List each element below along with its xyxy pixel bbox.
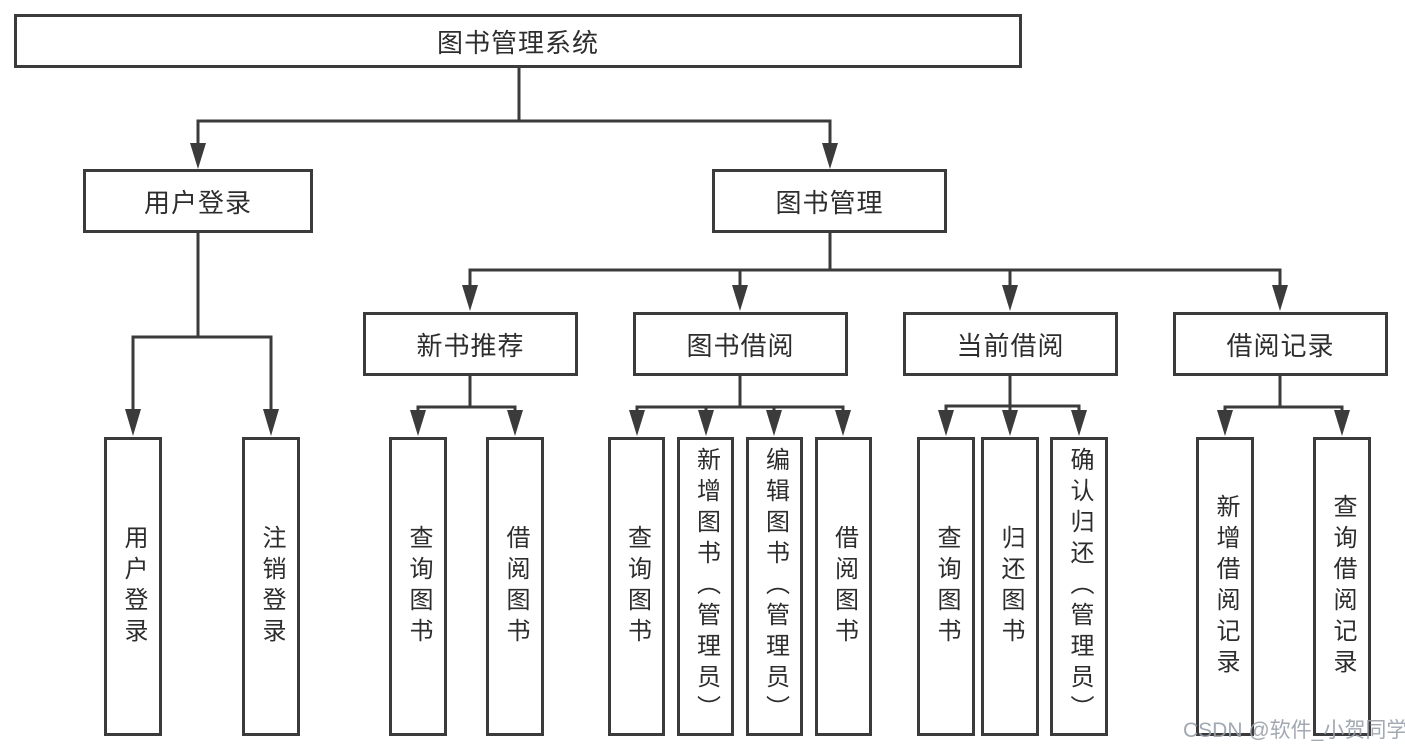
leaf-label: 借阅图书 <box>830 524 858 649</box>
leaf-label: 用户登录 <box>120 524 147 649</box>
arrowhead <box>835 410 851 436</box>
arrowhead <box>822 143 838 169</box>
node-label: 图书管理 <box>775 187 884 218</box>
arrowhead <box>938 410 954 436</box>
leaf-query-books-borrow: 查询图书 <box>608 437 665 736</box>
arrowhead <box>1217 410 1233 436</box>
node-library-system: 图书管理系统 <box>14 14 1022 68</box>
node-label: 当前借阅 <box>956 330 1065 361</box>
node-label: 图书管理系统 <box>436 27 599 58</box>
leaf-label: 借阅图书 <box>502 524 529 649</box>
arrowhead <box>507 410 523 436</box>
leaf-query-books-recommend: 查询图书 <box>389 437 447 736</box>
node-label: 图书借阅 <box>686 330 795 361</box>
leaf-confirm-return-admin: 确认归还（管理员） <box>1050 437 1108 736</box>
leaf-label: 查询图书 <box>623 524 651 649</box>
node-label: 用户登录 <box>143 187 252 218</box>
arrowhead <box>766 410 782 436</box>
arrowhead <box>125 409 141 436</box>
leaf-label: 新增借阅记录 <box>1212 493 1239 680</box>
node-new-book-recommend: 新书推荐 <box>363 312 578 376</box>
node-book-borrow: 图书借阅 <box>633 312 848 376</box>
arrowhead <box>1272 285 1288 311</box>
arrowhead <box>462 285 478 311</box>
arrowhead <box>1071 410 1087 436</box>
leaf-borrow-books-recommend: 借阅图书 <box>486 437 544 736</box>
leaf-label: 归还图书 <box>997 524 1024 649</box>
leaf-return-books: 归还图书 <box>981 437 1039 736</box>
leaf-borrow-books: 借阅图书 <box>815 437 872 736</box>
leaf-label: 编辑图书（管理员） <box>761 447 789 726</box>
leaf-label: 查询图书 <box>405 524 432 649</box>
arrowhead <box>410 410 426 436</box>
arrowhead <box>1002 285 1018 311</box>
arrowhead <box>698 410 714 436</box>
leaf-add-borrow-record: 新增借阅记录 <box>1196 437 1254 736</box>
leaf-query-borrow-record: 查询借阅记录 <box>1313 437 1371 736</box>
leaf-add-books-admin: 新增图书（管理员） <box>677 437 734 736</box>
node-current-borrow: 当前借阅 <box>903 312 1118 376</box>
arrowhead <box>263 409 279 436</box>
node-user-login: 用户登录 <box>83 169 313 233</box>
leaf-label: 查询图书 <box>933 524 960 649</box>
node-borrow-records: 借阅记录 <box>1173 312 1388 376</box>
leaf-edit-books-admin: 编辑图书（管理员） <box>746 437 803 736</box>
leaf-label: 查询借阅记录 <box>1329 493 1356 680</box>
arrowhead <box>1002 410 1018 436</box>
leaf-label: 注销登录 <box>258 524 285 649</box>
node-book-management: 图书管理 <box>712 169 947 233</box>
leaf-label: 确认归还（管理员） <box>1066 447 1093 726</box>
leaf-user-login: 用户登录 <box>104 437 162 736</box>
arrowhead <box>190 143 206 169</box>
leaf-logout: 注销登录 <box>242 437 300 736</box>
arrowhead <box>629 410 645 436</box>
arrowhead <box>1334 410 1350 436</box>
leaf-label: 新增图书（管理员） <box>692 447 720 726</box>
node-label: 新书推荐 <box>416 330 525 361</box>
csdn-watermark: CSDN @软件_小贺同学 <box>1183 719 1405 742</box>
node-label: 借阅记录 <box>1226 330 1335 361</box>
leaf-query-books-current: 查询图书 <box>917 437 975 736</box>
arrowhead <box>732 285 748 311</box>
